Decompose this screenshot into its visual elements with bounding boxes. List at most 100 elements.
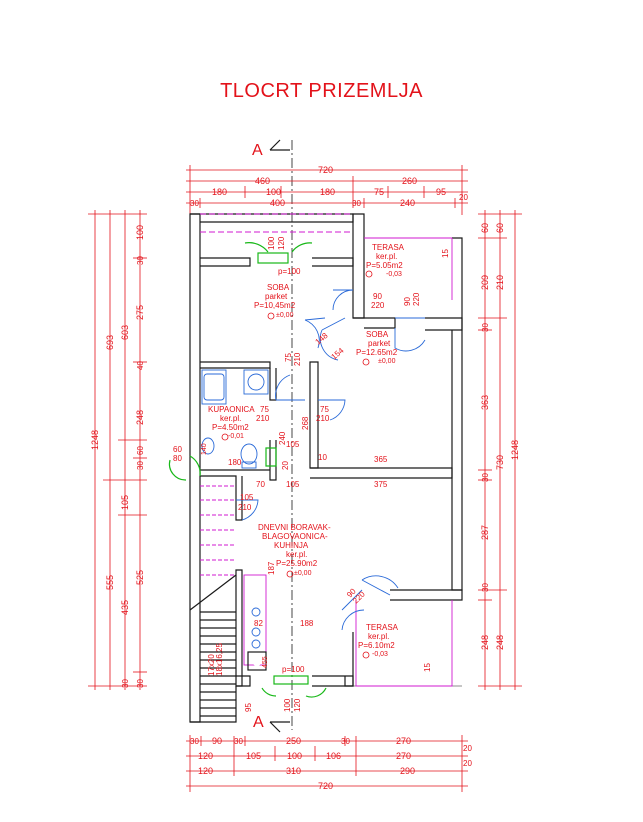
lbl-p-bot: p=100 xyxy=(282,665,305,674)
lbl-d75b-1: 75 xyxy=(320,405,329,414)
dim-right-730: 730 xyxy=(495,455,505,470)
right-dimensions xyxy=(478,210,522,690)
doors xyxy=(236,289,426,631)
lbl-door-bot-1: 100 xyxy=(283,698,292,712)
dim-right-363: 363 xyxy=(480,395,490,410)
section-arrow-top xyxy=(269,139,290,151)
lbl-d90a-1: 90 xyxy=(373,292,382,301)
dim-top-100: 100 xyxy=(266,187,281,197)
room-floor: ker.pl. xyxy=(286,550,307,559)
room-area: P=5.05m2 xyxy=(366,261,403,270)
dim-right-30b: 30 xyxy=(481,473,490,482)
room-terasa-top: TERASA ker.pl. P=5.05m2 -0,03 xyxy=(366,243,405,278)
dim-bot-270a: 270 xyxy=(396,736,411,746)
dim-top-240: 240 xyxy=(400,198,415,208)
lbl-d365: 365 xyxy=(374,455,388,464)
lbl-d70: 70 xyxy=(256,480,265,489)
lbl-door-top-1: 100 xyxy=(267,236,276,250)
dim-bot-310: 310 xyxy=(286,766,301,776)
lbl-d95: 95 xyxy=(244,703,253,712)
dim-bot-30c: 30 xyxy=(341,737,350,746)
room-name: DNEVNI BORAVAK- xyxy=(258,523,331,532)
lbl-d105c-1: 105 xyxy=(240,493,254,502)
dim-bot-20a: 20 xyxy=(463,744,472,753)
dim-top-180b: 180 xyxy=(320,187,335,197)
lbl-d75a-1: 75 xyxy=(284,353,293,362)
dim-left-60: 60 xyxy=(136,446,145,455)
dim-left-30: 30 xyxy=(121,679,130,688)
dim-right-287: 287 xyxy=(480,525,490,540)
dim-bot-20b: 20 xyxy=(463,759,472,768)
dim-bot-30b: 30 xyxy=(234,737,243,746)
lbl-slope-top: 15 xyxy=(441,249,450,258)
dim-top-400: 400 xyxy=(270,198,285,208)
dim-bot-250: 250 xyxy=(286,736,301,746)
dim-top-260: 260 xyxy=(402,176,417,186)
dim-right-1248: 1248 xyxy=(510,440,520,460)
dim-bot-105: 105 xyxy=(246,751,261,761)
stairs-label-2: 18x16,25 xyxy=(215,643,224,676)
lbl-d105b: 105 xyxy=(286,480,300,489)
bottom-dimensions xyxy=(186,735,468,792)
dim-left-525: 525 xyxy=(135,570,145,585)
dim-left-275: 275 xyxy=(135,305,145,320)
room-name: SOBA xyxy=(267,283,290,292)
room-name-2: BLAGOVAONICA- xyxy=(262,532,328,541)
dim-right-30c: 30 xyxy=(481,583,490,592)
level-markers xyxy=(221,270,373,659)
lbl-d105c-2: 210 xyxy=(238,503,252,512)
dim-right-60a: 60 xyxy=(480,223,490,233)
dim-right-210: 210 xyxy=(495,275,505,290)
dim-left-30b: 30 xyxy=(136,461,145,470)
dim-left-248: 248 xyxy=(135,410,145,425)
dim-top-95: 95 xyxy=(436,187,446,197)
lbl-kup-2: 210 xyxy=(256,414,270,423)
room-floor: ker.pl. xyxy=(220,414,241,423)
top-dimensions xyxy=(186,165,468,215)
dim-right-248a: 248 xyxy=(480,635,490,650)
room-floor: ker.pl. xyxy=(368,632,389,641)
stairs-label-1: 17x20 xyxy=(207,654,216,676)
opening-labels: 100 120 p=100 90 220 90 220 75 210 148 1… xyxy=(173,236,450,712)
room-level: ±0,00 xyxy=(294,570,312,577)
lbl-d148: 148 xyxy=(314,331,330,347)
room-dnevni-boravak: DNEVNI BORAVAK- BLAGOVAONICA- KUHINJA ke… xyxy=(258,523,331,577)
room-floor: parket xyxy=(265,292,288,301)
lbl-p-top: p=100 xyxy=(278,267,301,276)
left-dimensions xyxy=(88,210,147,690)
room-name: TERASA xyxy=(366,623,399,632)
room-level: -0,03 xyxy=(386,271,402,278)
room-name: KUPAONICA xyxy=(208,405,255,414)
room-level: ±0,00 xyxy=(378,358,396,365)
dim-top-30a: 30 xyxy=(190,199,199,208)
room-area: P=4.50m2 xyxy=(212,423,249,432)
room-soba-1: SOBA parket P=10,45m2 ±0,00 xyxy=(254,283,296,319)
section-arrow-bottom xyxy=(269,721,290,733)
dim-top-20: 20 xyxy=(459,193,468,202)
lbl-d60-1: 60 xyxy=(173,445,182,454)
lbl-d82: 82 xyxy=(254,619,263,628)
dim-bot-270b: 270 xyxy=(396,751,411,761)
room-name: TERASA xyxy=(372,243,405,252)
dim-top-30b: 30 xyxy=(352,199,361,208)
lbl-door-top-2: 120 xyxy=(277,236,286,250)
dim-left-603: 603 xyxy=(120,325,130,340)
lbl-d140: 140 xyxy=(201,443,208,455)
lbl-d90b-2: 220 xyxy=(412,292,421,306)
lbl-slope-bottom: 15 xyxy=(423,663,432,672)
dim-left-30a: 30 xyxy=(136,256,145,265)
lbl-d375: 375 xyxy=(374,480,388,489)
room-level: -0,01 xyxy=(228,433,244,440)
lbl-d268: 268 xyxy=(301,416,310,430)
dim-bot-290: 290 xyxy=(400,766,415,776)
lbl-d180: 180 xyxy=(228,458,242,467)
dim-left-105: 105 xyxy=(120,495,130,510)
lbl-d90a-2: 220 xyxy=(371,301,385,310)
room-area: P=12.65m2 xyxy=(356,348,398,357)
dim-right-209: 209 xyxy=(480,275,490,290)
dim-bot-total: 720 xyxy=(318,781,333,791)
dim-left-693: 693 xyxy=(105,335,115,350)
lbl-d10: 10 xyxy=(318,453,327,462)
dim-bot-90: 90 xyxy=(212,736,222,746)
dim-left-30c: 30 xyxy=(136,679,145,688)
